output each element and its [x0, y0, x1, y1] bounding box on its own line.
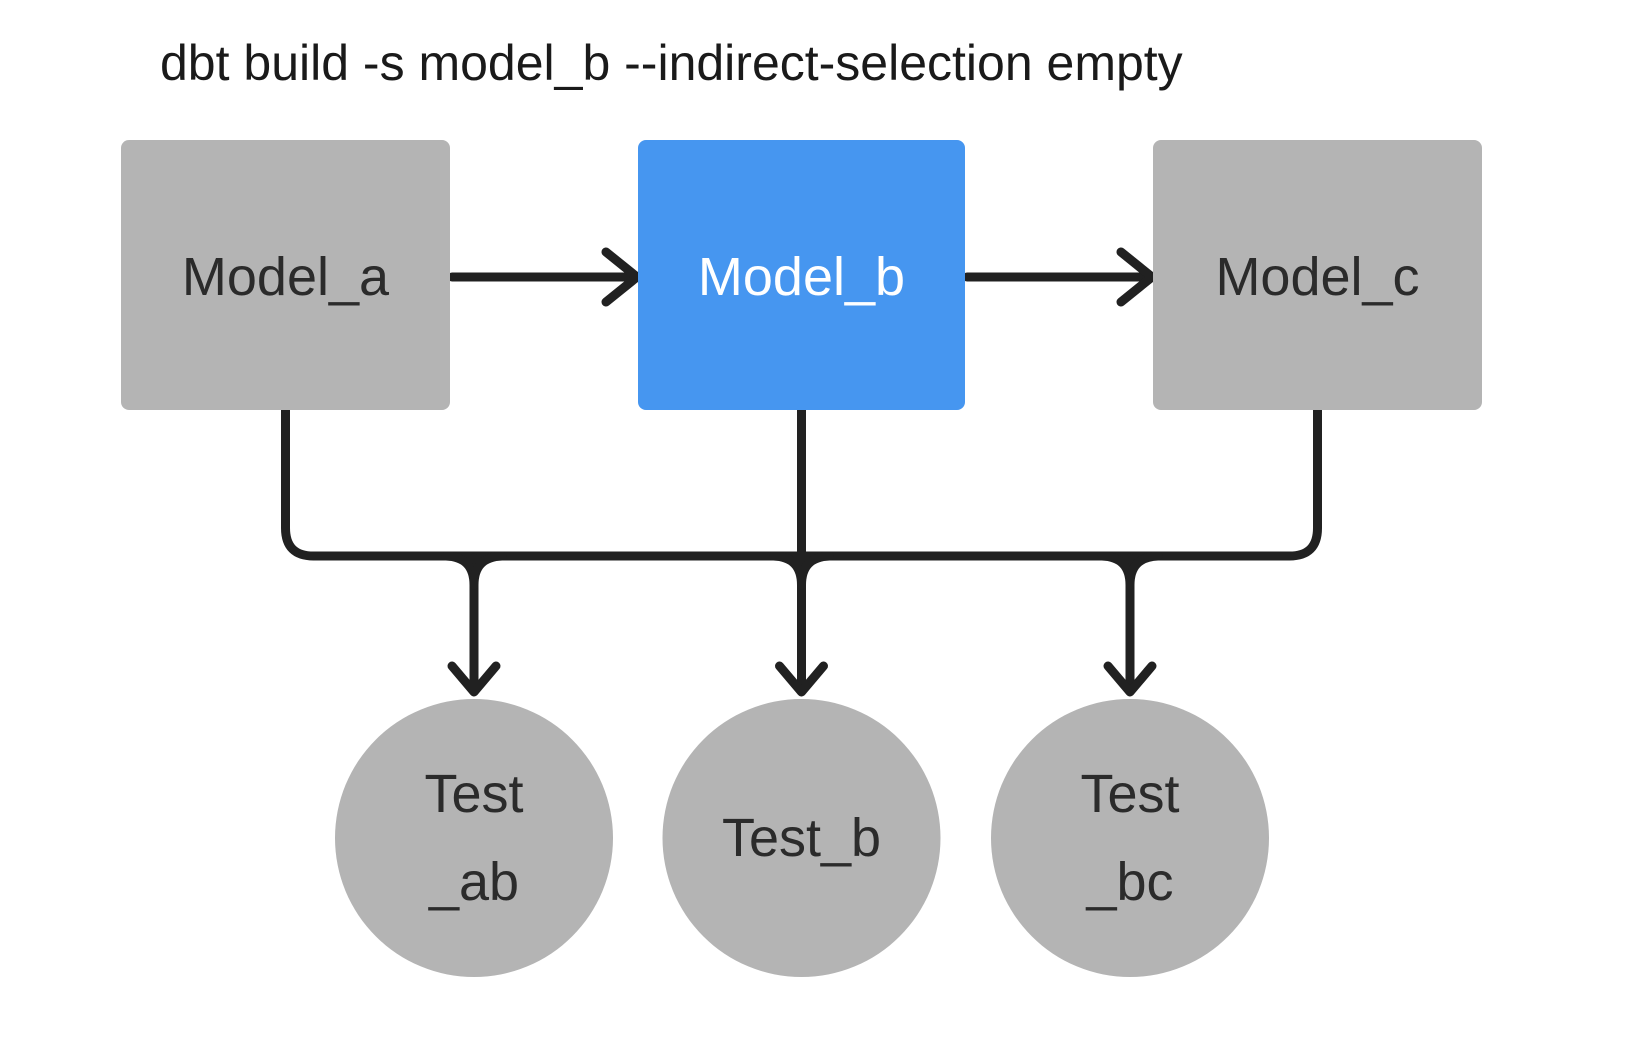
- diagram-title: dbt build -s model_b --indirect-selectio…: [160, 35, 1183, 91]
- test-bc-label-line1: Test: [1080, 764, 1179, 824]
- model-b-box: [638, 140, 965, 410]
- node-model-b-selected: Model_b: [638, 140, 965, 410]
- node-model-c: Model_c: [1153, 140, 1482, 410]
- test-bc-circle: [991, 699, 1269, 977]
- bus-junction-fillet: [469, 551, 507, 590]
- arrowhead-into-test-bc: [1103, 661, 1157, 697]
- model-a-label: Model_a: [182, 247, 390, 307]
- model-a-box: [121, 140, 450, 410]
- edges: [281, 247, 1322, 697]
- node-model-a: Model_a: [121, 140, 450, 410]
- test-ab-circle: [335, 699, 613, 977]
- arrowhead-into-test-ab: [447, 661, 501, 697]
- node-test-bc: Test _bc: [991, 699, 1269, 977]
- test-b-label: Test_b: [722, 808, 881, 868]
- arrowhead-into-model-b: [601, 247, 642, 307]
- model-c-label: Model_c: [1215, 247, 1419, 307]
- test-ab-label-line2: _ab: [428, 852, 519, 912]
- bus-junction-fillet: [797, 551, 834, 590]
- model-c-box: [1153, 140, 1482, 410]
- node-test-ab: Test _ab: [335, 699, 613, 977]
- test-bc-label-line2: _bc: [1085, 852, 1173, 912]
- model-b-label: Model_b: [698, 247, 905, 307]
- test-b-circle: [662, 699, 941, 977]
- test-ab-label-line1: Test: [424, 764, 523, 824]
- arrowhead-into-test-b: [775, 661, 828, 697]
- bus-junction-fillet: [1125, 551, 1163, 590]
- arrowhead-into-model-c: [1116, 247, 1157, 307]
- node-test-b: Test_b: [662, 699, 941, 977]
